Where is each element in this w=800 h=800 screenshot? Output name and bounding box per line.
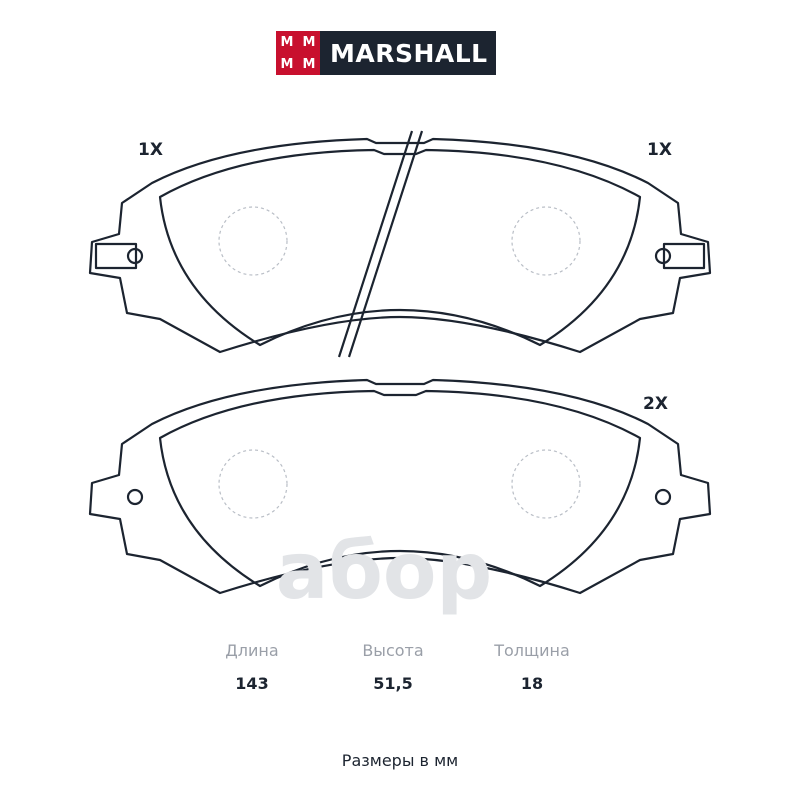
pad-split-line: [347, 130, 424, 358]
mark-letter: M: [280, 34, 294, 50]
qty-label-top-right: 1X: [647, 140, 672, 160]
dimension-value: 51,5: [373, 674, 413, 693]
dimension-thickness: Толщина 18: [472, 641, 592, 693]
piston-circle: [511, 449, 581, 519]
units-note: Размеры в мм: [341, 751, 459, 770]
brand-mark-icon: M M M M: [276, 31, 320, 75]
brand-wordmark: MARSHALL: [320, 31, 496, 75]
qty-label-top-left: 1X: [138, 140, 163, 160]
left-mount-hole-icon: [126, 247, 144, 265]
qty-label-bottom: 2X: [643, 394, 668, 414]
dimension-value: 18: [520, 674, 544, 693]
piston-circle: [218, 206, 288, 276]
top-pad-set: [88, 130, 712, 358]
bottom-pad: [88, 378, 712, 595]
brand-logo: M M M M MARSHALL: [276, 31, 496, 75]
dimension-value: 143: [235, 674, 269, 693]
mark-letter: M: [302, 34, 316, 50]
left-tab: [94, 242, 138, 270]
dimension-height: Высота 51,5: [333, 641, 453, 693]
mark-letter: M: [302, 56, 316, 72]
watermark-text: aбop: [276, 527, 493, 617]
pad-split-line: [337, 130, 414, 358]
piston-circle: [218, 449, 288, 519]
left-mount-hole-icon: [126, 488, 144, 506]
dimension-length: Длина 143: [192, 641, 312, 693]
dimension-label: Длина: [225, 641, 279, 660]
right-mount-hole-icon: [654, 247, 672, 265]
piston-circle: [511, 206, 581, 276]
dimension-label: Толщина: [494, 641, 570, 660]
dimension-label: Высота: [362, 641, 424, 660]
mark-letter: M: [280, 56, 294, 72]
right-tab: [662, 242, 706, 270]
top-pad-friction-area: [158, 148, 642, 347]
right-mount-hole-icon: [654, 488, 672, 506]
